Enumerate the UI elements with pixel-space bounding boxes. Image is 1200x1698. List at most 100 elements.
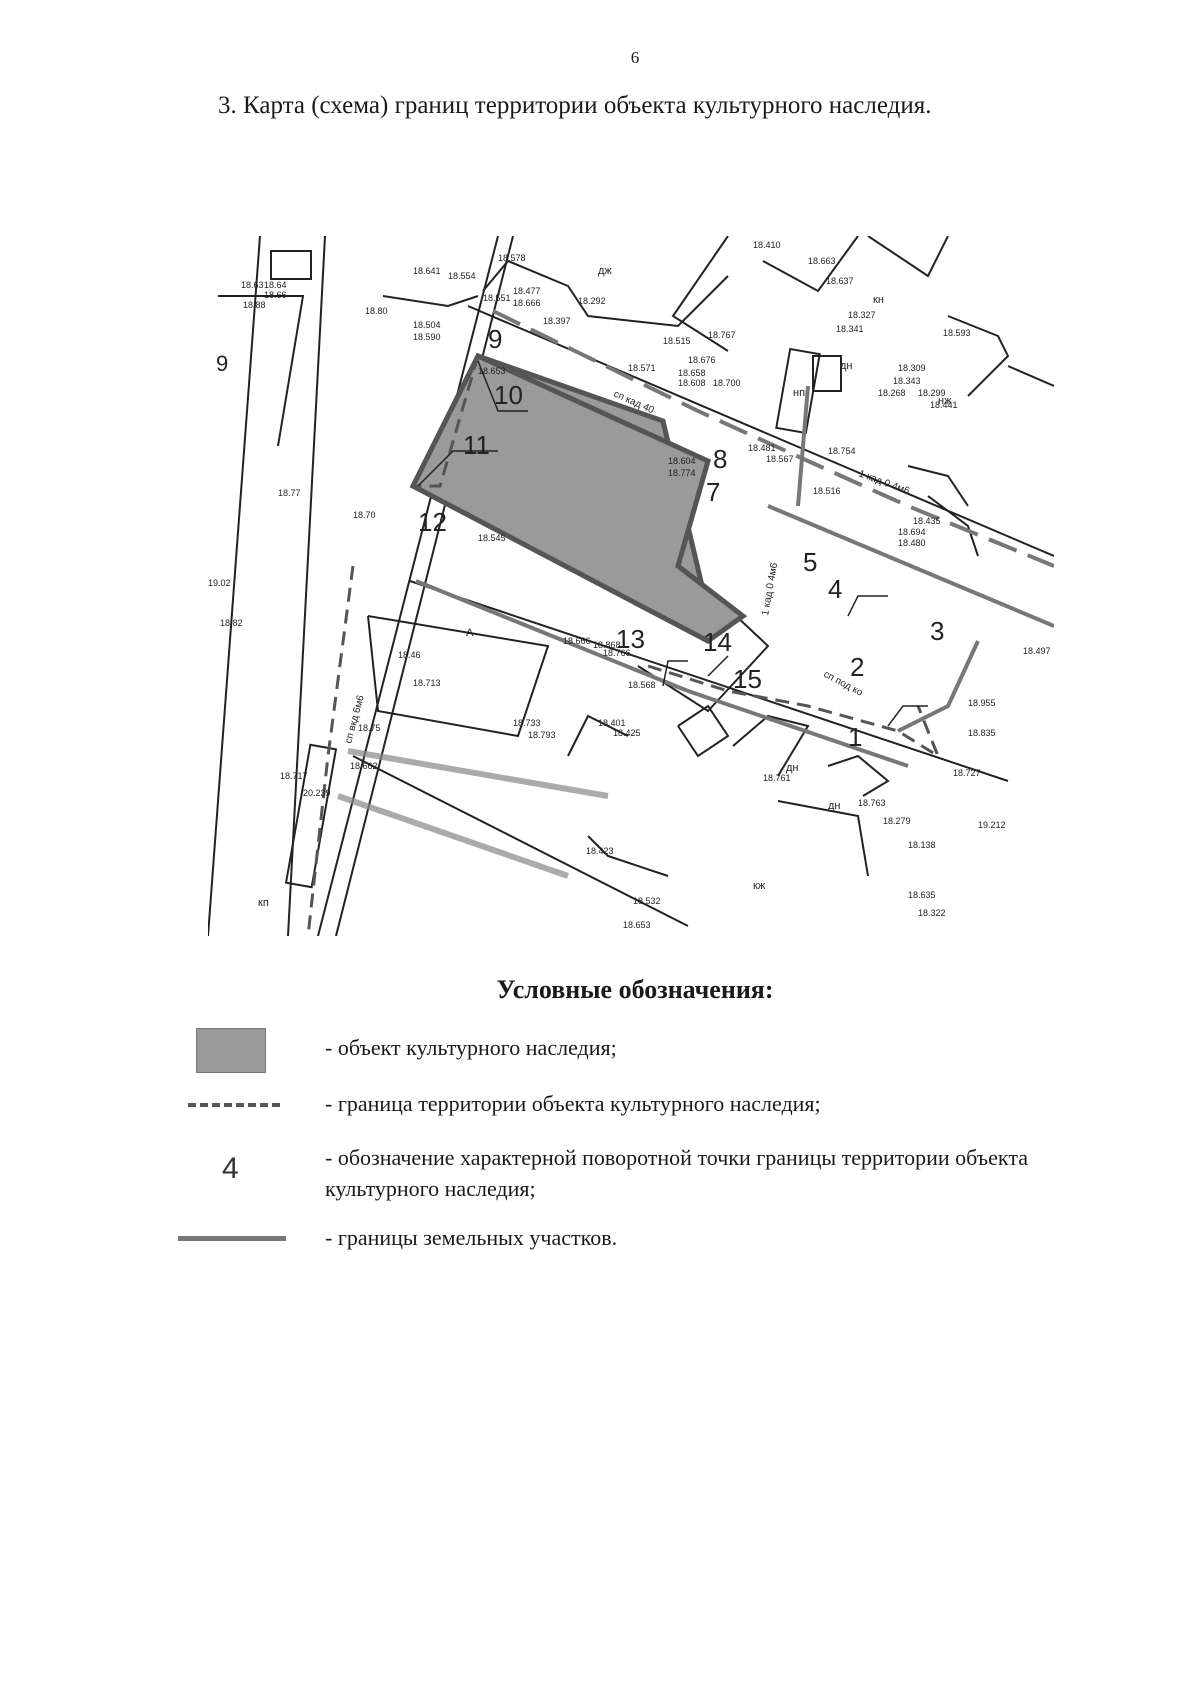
height-mark: 18.835 [968, 728, 996, 738]
height-mark: 18.676 [688, 355, 716, 365]
height-mark: 18.309 [898, 363, 926, 373]
height-mark: 18.761 [763, 773, 791, 783]
height-mark: 18.554 [448, 271, 476, 281]
height-mark: 18.578 [498, 253, 526, 263]
legend-text: - обозначение характерной поворотной точ… [325, 1145, 1028, 1201]
legend-text: - граница территории объекта культурного… [325, 1091, 821, 1116]
land-parcel-boundaries [415, 385, 1054, 768]
height-mark: 18.717 [280, 771, 308, 781]
building-code: кж [753, 880, 766, 892]
cadastral-map: 1 2 3 4 5 7 8 9 10 11 12 13 14 15 9 18.5… [208, 236, 1054, 936]
height-mark: 18.279 [883, 816, 911, 826]
legend-symbol: 4 [170, 1138, 290, 1198]
height-mark: 18.658 [678, 368, 706, 378]
dashed-line-swatch [188, 1103, 280, 1107]
height-mark: 18.663 [808, 256, 836, 266]
point-label-9: 9 [488, 324, 502, 354]
height-mark: 18.763 [858, 798, 886, 808]
height-mark: 18.662 [350, 761, 378, 771]
height-mark: 18.955 [968, 698, 996, 708]
map-svg: 1 2 3 4 5 7 8 9 10 11 12 13 14 15 9 18.5… [208, 236, 1054, 936]
point-label-1: 1 [848, 722, 862, 752]
point-label-3: 3 [930, 616, 944, 646]
height-mark: 18.480 [898, 538, 926, 548]
legend-text: - границы земельных участков. [325, 1225, 618, 1250]
height-mark: 18.292 [578, 296, 606, 306]
building-code: дн [840, 360, 853, 372]
legend-text: - объект культурного наследия; [325, 1035, 617, 1060]
height-mark: 19.212 [978, 820, 1006, 830]
height-mark: 18.341 [836, 324, 864, 334]
height-mark: 18.497 [1023, 646, 1051, 656]
height-mark: 18.733 [513, 718, 541, 728]
height-mark: 18.268 [878, 388, 906, 398]
height-mark: 18.637 [826, 276, 854, 286]
territory-boundary-east [897, 640, 980, 733]
height-mark: 18.80 [365, 306, 388, 316]
height-mark: 18.593 [943, 328, 971, 338]
street-label: 1 кад 0 4м6 [857, 468, 911, 497]
height-mark: 18.727 [953, 768, 981, 778]
height-mark: 18.481 [748, 443, 776, 453]
height-mark: 18.590 [413, 332, 441, 342]
height-mark: 18.516 [813, 486, 841, 496]
legend-title: Условные обозначения: [496, 975, 774, 1004]
height-mark: 18.700 [713, 378, 741, 388]
grid-label: 9 [216, 351, 228, 376]
height-mark: 18.46 [398, 650, 421, 660]
page-number: 6 [630, 48, 640, 67]
height-mark: 18.299 [918, 388, 946, 398]
height-mark: 18.608 [678, 378, 706, 388]
point-label-10: 10 [494, 380, 523, 410]
building-code: дн [786, 762, 799, 774]
height-mark: 18.423 [586, 846, 614, 856]
height-mark: 18.441 [930, 400, 958, 410]
building-code: кн [873, 294, 884, 306]
height-mark: 18.567 [766, 454, 794, 464]
height-mark: 18.515 [663, 336, 691, 346]
legend-symbol [170, 1222, 290, 1282]
height-mark: 18.327 [848, 310, 876, 320]
building-code: А [466, 627, 474, 639]
height-mark: 18.641 [413, 266, 441, 276]
territory-boundary-south [647, 664, 942, 760]
point-label-4: 4 [828, 574, 842, 604]
height-mark: 18.410 [753, 240, 781, 250]
height-mark: 18.82 [220, 618, 243, 628]
height-mark: 18.774 [668, 468, 696, 478]
building-code: кп [258, 897, 269, 909]
height-mark: 18.435 [913, 516, 941, 526]
building-code: нп [793, 387, 805, 399]
point-label-7: 7 [706, 477, 720, 507]
territory-boundary-north [492, 309, 1054, 568]
height-mark: 18.477 [513, 286, 541, 296]
point-label-12: 12 [418, 507, 447, 537]
height-mark: 19.02 [208, 578, 231, 588]
street-label: сп вкд 6м6 [343, 694, 367, 745]
height-mark: 18.694 [898, 527, 926, 537]
building-codes: дн дн дн нж кн кж кп дж нп А [258, 265, 952, 909]
height-mark: 18.322 [918, 908, 946, 918]
height-mark: 18.571 [628, 363, 656, 373]
territory-boundary-west [413, 355, 480, 488]
heritage-fill-swatch [196, 1028, 266, 1073]
height-mark: 18.532 [633, 896, 661, 906]
height-mark: 18.754 [828, 446, 856, 456]
height-mark: 18.425 [613, 728, 641, 738]
point-number-swatch: 4 [222, 1152, 239, 1185]
height-mark: 18.604 [668, 456, 696, 466]
height-mark: 18.635 [908, 890, 936, 900]
height-mark: 18.793 [528, 730, 556, 740]
point-label-2: 2 [850, 652, 864, 682]
height-mark: 18.868 [593, 640, 621, 650]
point-label-5: 5 [803, 547, 817, 577]
height-mark: 18.66 [264, 290, 287, 300]
point-label-14: 14 [703, 627, 732, 657]
building-code: дн [828, 800, 841, 812]
height-mark: 18.666 [563, 636, 591, 646]
height-mark: 18.551 [483, 293, 511, 303]
height-mark: 18.666 [513, 298, 541, 308]
street-label: 1 кад 0 4м6 [760, 562, 780, 617]
height-mark: 18.401 [598, 718, 626, 728]
height-mark: 18.138 [908, 840, 936, 850]
